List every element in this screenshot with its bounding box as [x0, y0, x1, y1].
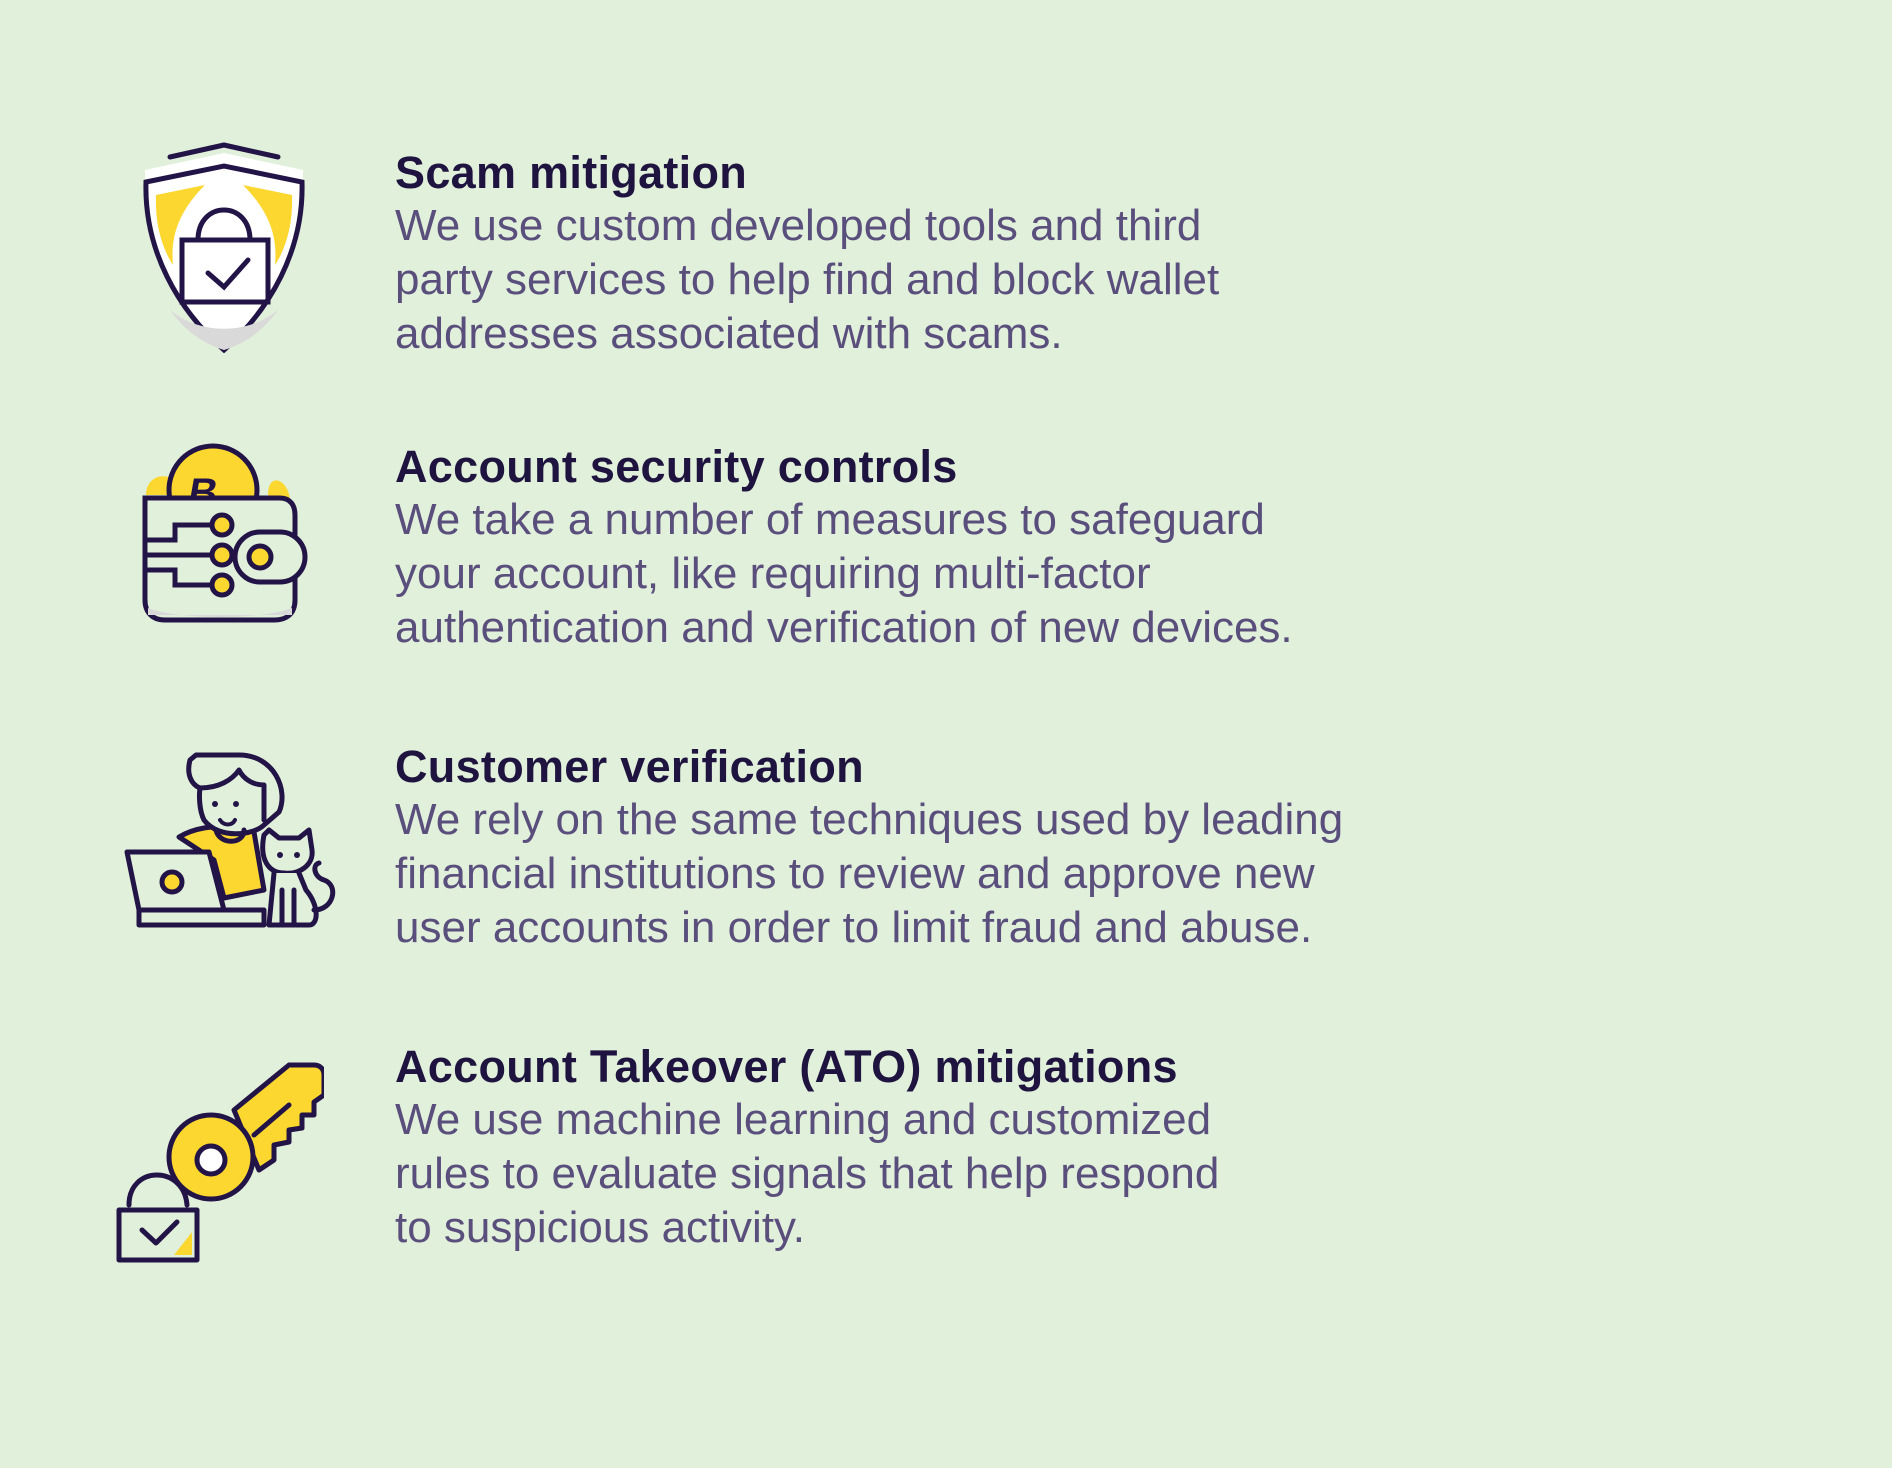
feature-title: Scam mitigation	[395, 147, 748, 198]
shield-lock-icon	[143, 142, 305, 354]
feature-description-line: We use machine learning and customized	[395, 1095, 1212, 1144]
feature-title: Account security controls	[395, 441, 958, 492]
feature-description-line: to suspicious activity.	[395, 1203, 806, 1252]
feature-description-line: your account, like requiring multi-facto…	[395, 549, 1151, 598]
feature-description-line: financial institutions to review and app…	[395, 849, 1315, 898]
feature-description-line: party services to help find and block wa…	[395, 255, 1220, 304]
feature-title: Account Takeover (ATO) mitigations	[395, 1041, 1178, 1092]
bitcoin-wallet-icon: B	[142, 443, 308, 623]
feature-description-line: rules to evaluate signals that help resp…	[395, 1149, 1220, 1198]
key-lock-icon	[116, 1062, 324, 1263]
feature-description-line: user accounts in order to limit fraud an…	[395, 903, 1313, 952]
feature-description-line: addresses associated with scams.	[395, 309, 1063, 358]
person-laptop-cat-icon	[124, 752, 336, 928]
feature-description-line: authentication and verification of new d…	[395, 603, 1293, 652]
feature-description-line: We rely on the same techniques used by l…	[395, 795, 1344, 844]
feature-description-line: We take a number of measures to safeguar…	[395, 495, 1265, 544]
feature-description-line: We use custom developed tools and third	[395, 201, 1202, 250]
feature-title: Customer verification	[395, 741, 864, 792]
